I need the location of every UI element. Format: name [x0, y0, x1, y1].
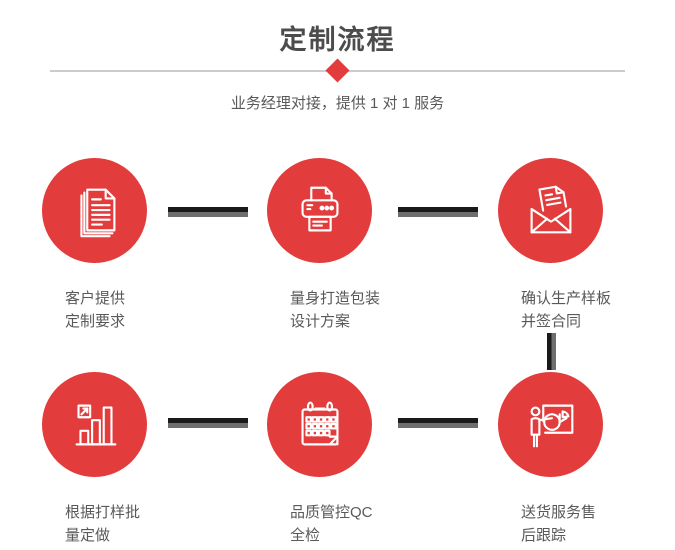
step-item: 确认生产样板 并签合同: [496, 158, 656, 333]
step-item: 量身打造包装 设计方案: [265, 158, 425, 333]
step-label: 品质管控QC 全检: [290, 504, 373, 544]
printer-icon: [300, 186, 339, 231]
connector-horizontal: [398, 418, 478, 428]
calendar-icon: [300, 401, 339, 445]
step-label: 根据打样批 量定做: [65, 504, 141, 544]
step-label: 客户提供 定制要求: [65, 290, 126, 330]
diamond-accent-icon: [325, 58, 350, 83]
bar-chart-icon: [75, 404, 116, 445]
connector-horizontal: [168, 418, 248, 428]
step-circle: [267, 372, 372, 477]
step-circle: [498, 158, 603, 263]
presentation-icon: [530, 404, 573, 447]
step-label: 确认生产样板 并签合同: [521, 290, 612, 330]
step-item: 客户提供 定制要求: [40, 158, 200, 333]
step-circle: [42, 372, 147, 477]
envelope-icon: [530, 185, 571, 233]
connector-horizontal: [398, 207, 478, 217]
connector-horizontal: [168, 207, 248, 217]
step-label: 量身打造包装 设计方案: [290, 290, 381, 330]
step-circle: [267, 158, 372, 263]
documents-icon: [79, 188, 115, 237]
step-circle: [498, 372, 603, 477]
step-item: 送货服务售 后跟踪: [496, 372, 656, 547]
connector-vertical: [547, 333, 556, 370]
step-item: 品质管控QC 全检: [265, 372, 425, 547]
step-label: 送货服务售 后跟踪: [521, 504, 597, 544]
step-item: 根据打样批 量定做: [40, 372, 200, 547]
page-title: 定制流程: [279, 25, 396, 55]
section-subtitle: 业务经理对接，提供 1 对 1 服务: [230, 95, 445, 112]
step-circle: [42, 158, 147, 263]
